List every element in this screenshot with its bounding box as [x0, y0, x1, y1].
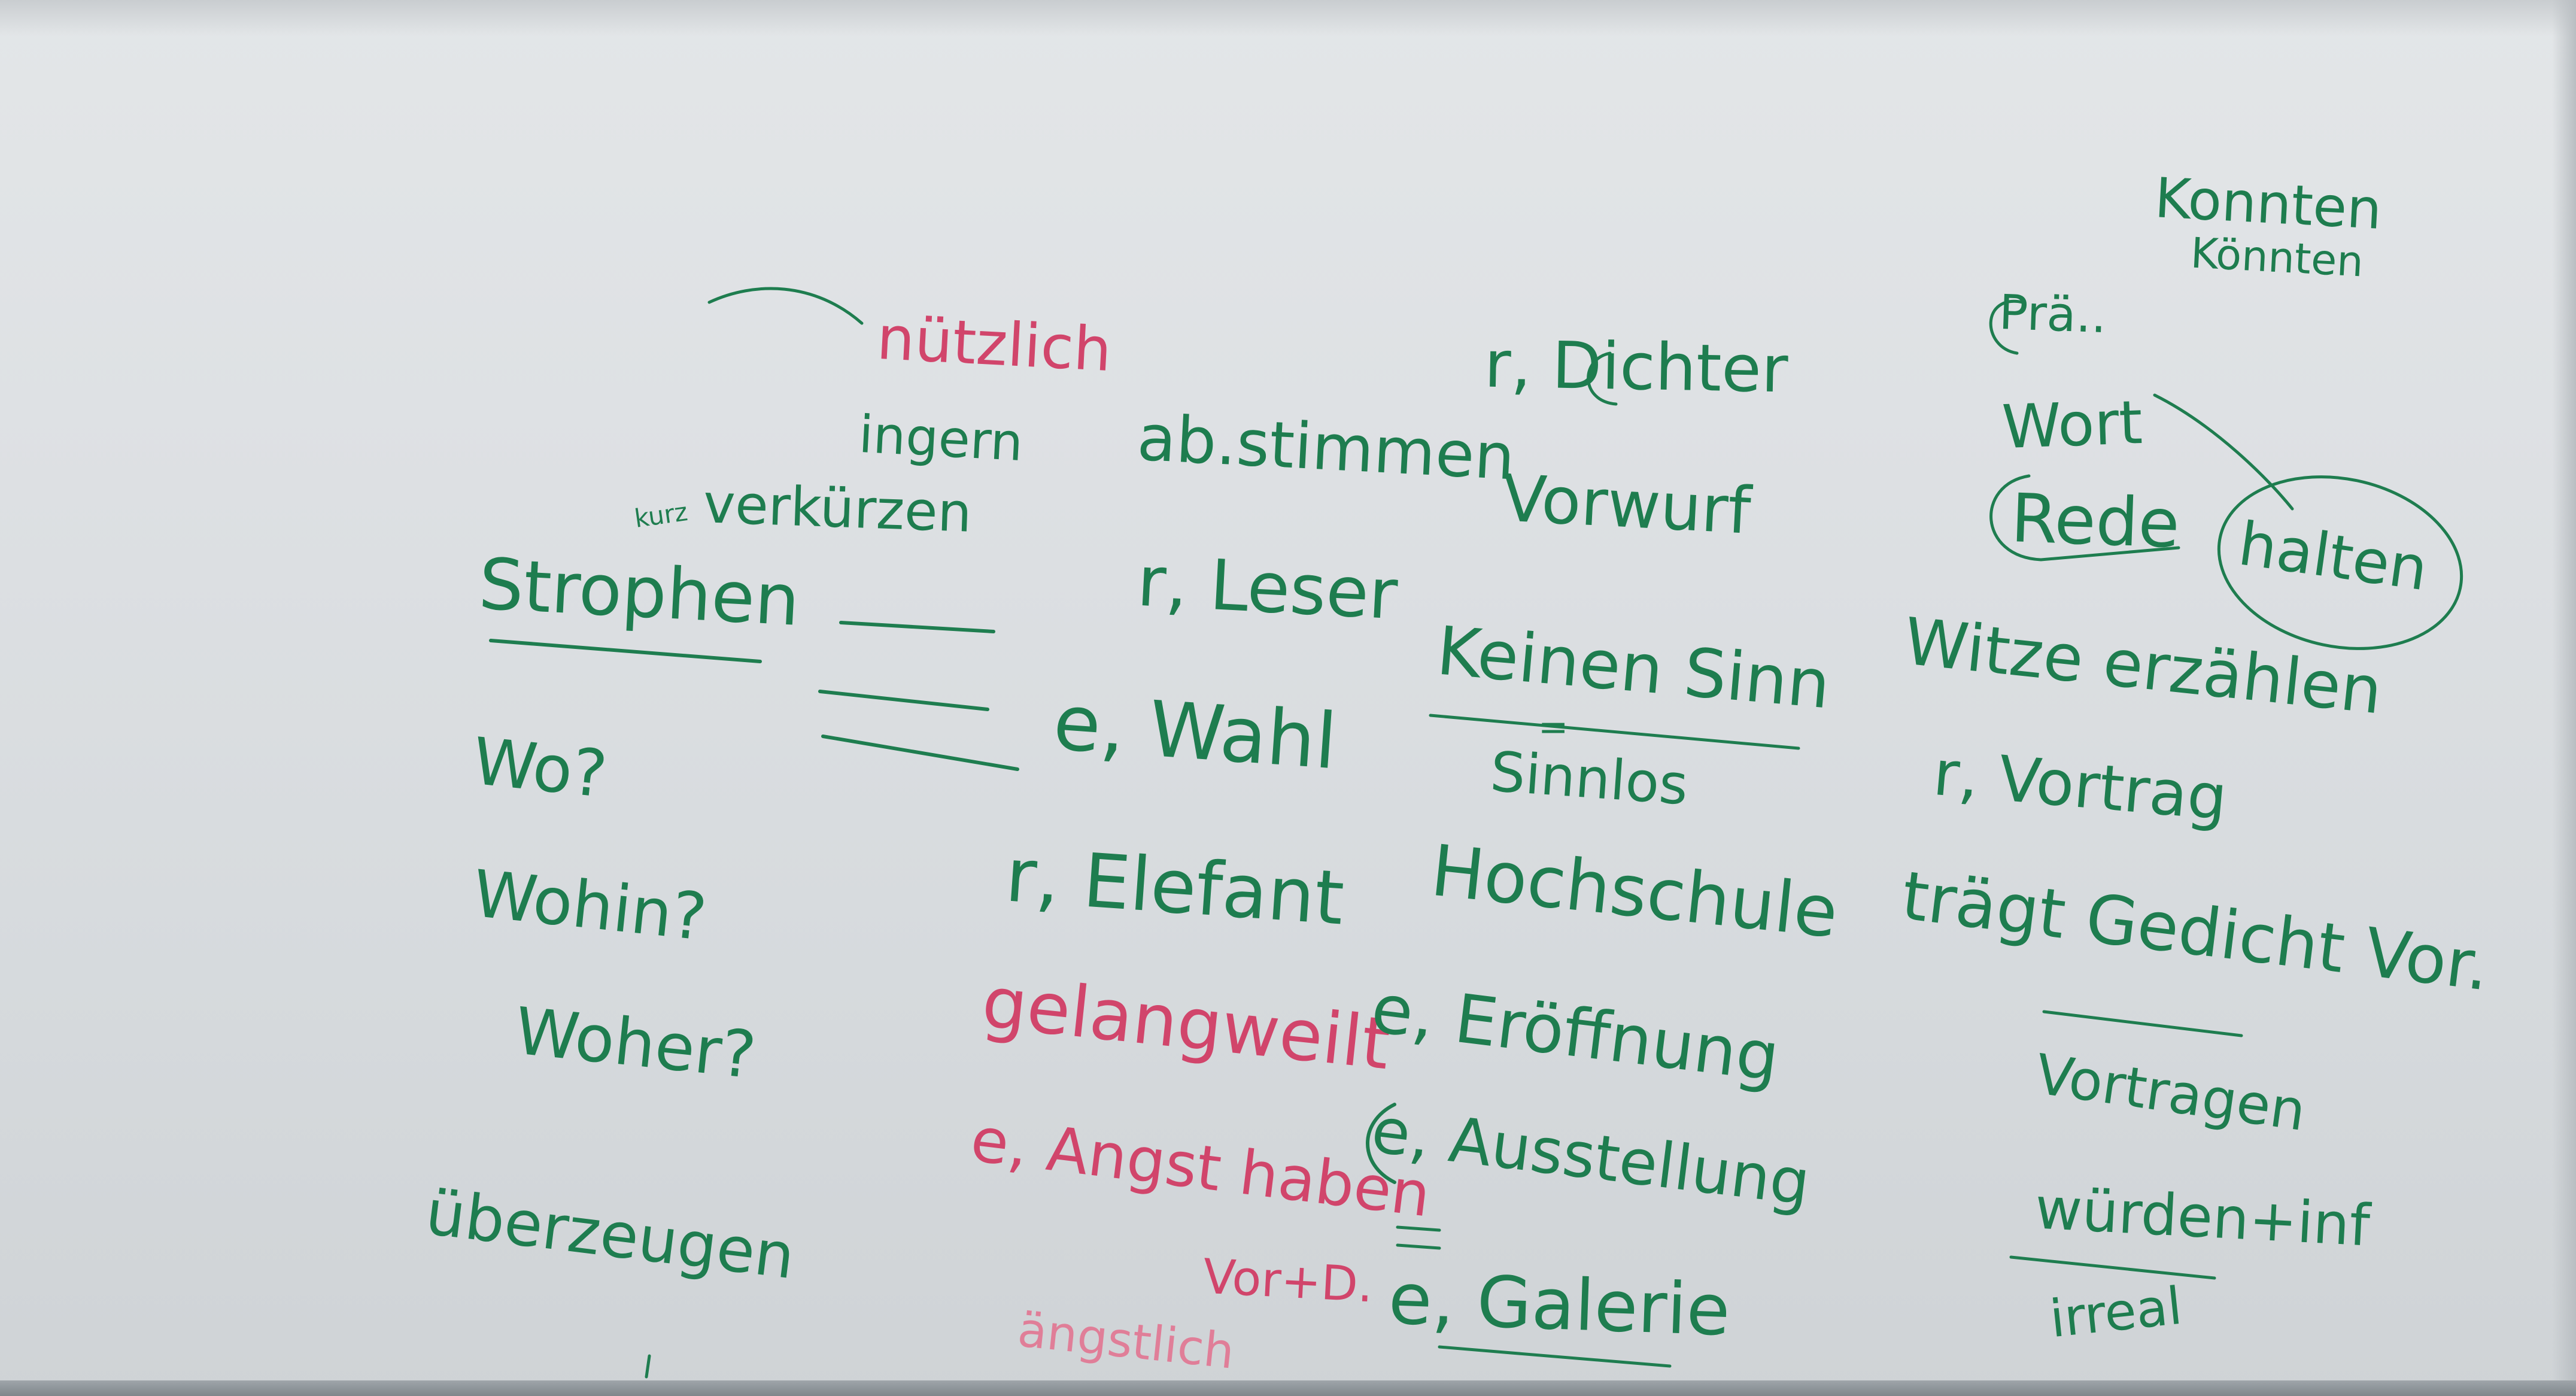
word-leser: r, Leser — [1135, 541, 1400, 636]
word-wo: Wo? — [469, 724, 610, 813]
word-konnten: Konnten — [2153, 166, 2384, 242]
board-right-shading — [2552, 0, 2576, 1396]
word-galerie: e, Galerie — [1387, 1257, 1731, 1352]
word-rede: Rede — [2009, 480, 2181, 563]
board-frame-bottom — [0, 1380, 2576, 1396]
dash-line-1 — [839, 621, 995, 633]
word-prae: Prä.. — [1998, 284, 2108, 344]
word-wort: Wort — [2001, 387, 2144, 463]
equals-stroke-1 — [1396, 1225, 1441, 1232]
oval-halten — [2217, 475, 2463, 650]
word-koennten: Könnten — [2189, 228, 2365, 287]
board-top-shading — [0, 0, 2576, 36]
underline-gedicht — [2042, 1010, 2243, 1037]
underline-strophen — [489, 639, 762, 663]
equals-sign: = — [1538, 706, 1569, 748]
word-verkuerzen: verkürzen — [702, 472, 973, 545]
word-elefant: r, Elefant — [1003, 832, 1347, 942]
underline-keinen-sinn — [1429, 714, 1800, 750]
circle-rede — [1989, 474, 2180, 562]
word-wahl: e, Wahl — [1050, 678, 1340, 787]
bracket-ausstellung — [1366, 1103, 1396, 1184]
word-sinnlos: Sinnlos — [1488, 739, 1690, 818]
word-ingern: ingern — [857, 404, 1025, 474]
stray-mark — [645, 1354, 651, 1379]
word-irreal: irreal — [2047, 1276, 2185, 1350]
word-dichter: r, Dichter — [1483, 327, 1789, 408]
underline-wuerden — [2009, 1255, 2216, 1280]
dash-line-2 — [818, 690, 989, 711]
arrow-wort-halten — [2153, 393, 2294, 511]
word-vor-d: Vor+D. — [1201, 1248, 1375, 1313]
underline-galerie — [1438, 1345, 1672, 1368]
word-abstimmen: ab.stimmen — [1135, 400, 1517, 494]
word-kurz: kurz — [632, 497, 689, 533]
word-vorwurf: Vorwurf — [1500, 461, 1753, 549]
word-nuetzlich: nützlich — [875, 302, 1114, 386]
circle-prae — [1989, 299, 2025, 355]
dash-line-3 — [821, 735, 1019, 771]
circle-dichter — [1587, 351, 1618, 406]
equals-stroke-2 — [1396, 1243, 1441, 1250]
word-wuerden-inf: würden+inf — [2033, 1175, 2372, 1260]
word-strophen: Strophen — [476, 542, 802, 642]
arc-stroke — [707, 287, 864, 325]
